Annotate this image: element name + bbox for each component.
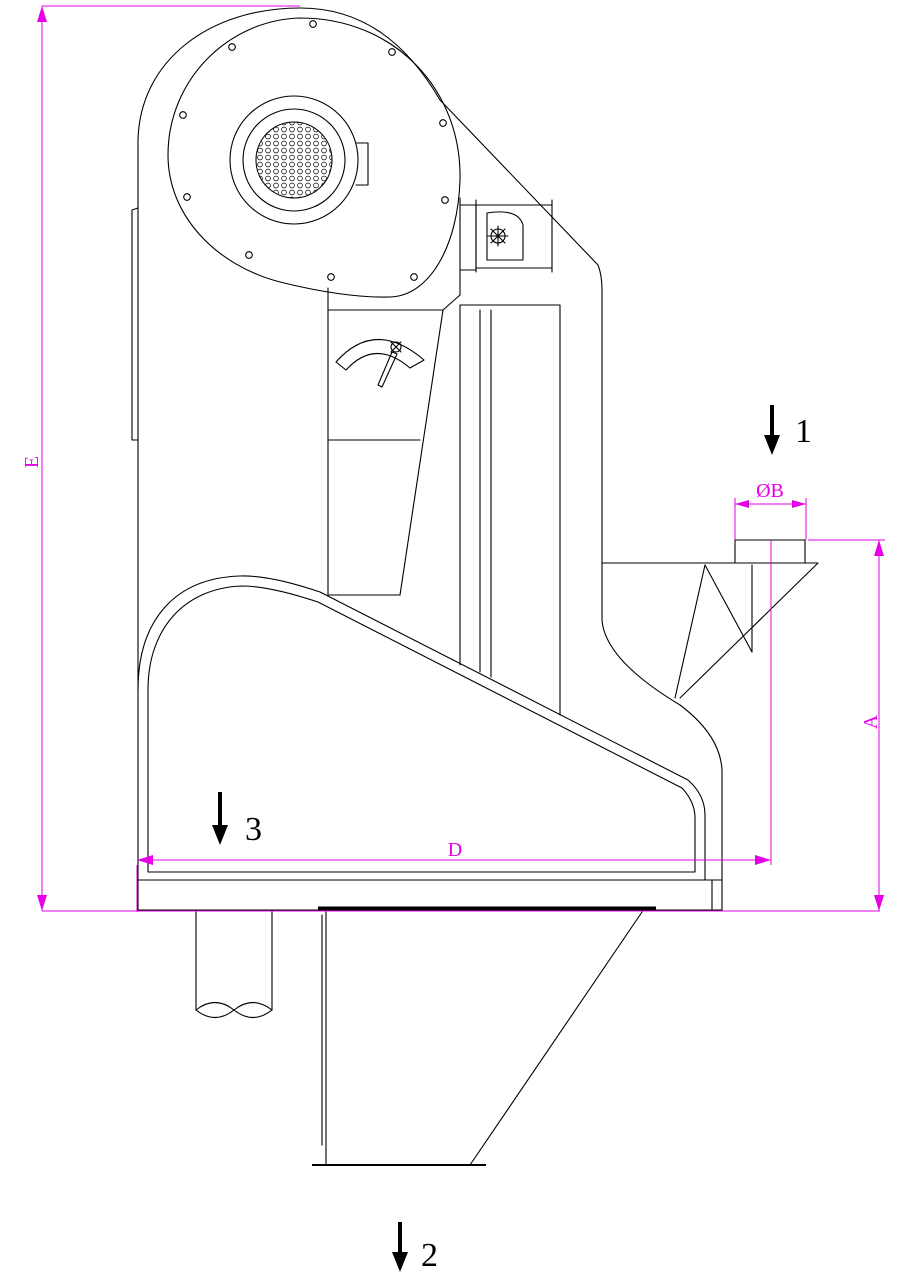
dimension-d-label: D bbox=[448, 839, 462, 861]
flow-label-1: 1 bbox=[795, 413, 812, 450]
bolt-icon bbox=[410, 273, 418, 281]
bolt-icon bbox=[388, 48, 396, 56]
flow-arrow-2: 2 bbox=[392, 1222, 438, 1274]
gauge-knob-icon bbox=[390, 341, 402, 353]
bottom-outlets bbox=[195, 906, 656, 1166]
dimension-d: D bbox=[136, 540, 772, 912]
flow-arrow-1: 1 bbox=[764, 405, 812, 455]
mesh-grille-icon bbox=[255, 121, 333, 199]
main-housing bbox=[131, 7, 723, 911]
inlet-hopper bbox=[601, 539, 819, 699]
dimension-a-label: A bbox=[860, 714, 882, 729]
fan-inlet-grille bbox=[229, 95, 369, 225]
bolt-icon bbox=[245, 251, 253, 259]
lower-cover bbox=[137, 575, 706, 881]
dimension-a: A bbox=[808, 539, 885, 911]
bolt-icon bbox=[441, 196, 449, 204]
dimension-e: E bbox=[21, 5, 880, 912]
damper-assembly bbox=[459, 199, 553, 273]
bolt-icon bbox=[179, 111, 187, 119]
dimension-e-label: E bbox=[21, 456, 43, 468]
bolt-icon bbox=[183, 193, 191, 201]
pressure-gauge bbox=[335, 339, 425, 388]
bolt-icon bbox=[439, 119, 447, 127]
dimension-b: ØB bbox=[734, 480, 807, 540]
bolt-icon bbox=[309, 20, 317, 28]
flow-label-2: 2 bbox=[421, 1237, 438, 1274]
bolt-icon bbox=[228, 43, 236, 51]
bolt-icon bbox=[327, 273, 335, 281]
dimension-b-label: ØB bbox=[756, 480, 784, 502]
flow-arrow-3: 3 bbox=[212, 792, 262, 848]
flow-label-3: 3 bbox=[245, 811, 262, 848]
central-column bbox=[327, 197, 561, 716]
fan-scroll bbox=[167, 17, 461, 298]
